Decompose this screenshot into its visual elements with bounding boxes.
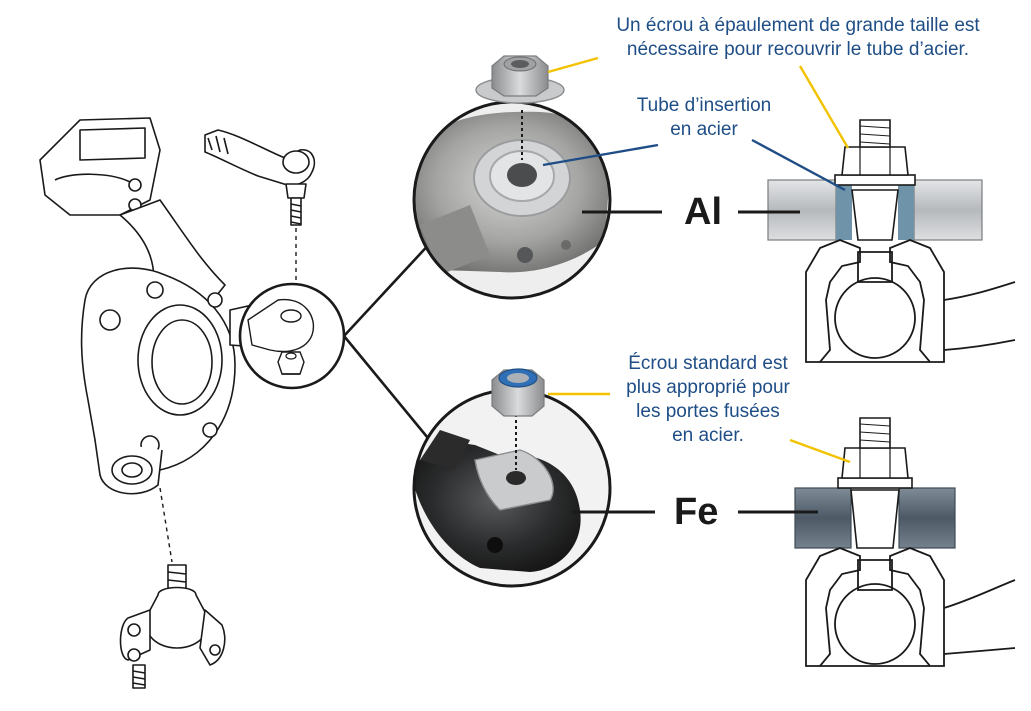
zoom-connector-lines xyxy=(342,225,448,461)
fe-nut-callout: Écrou standard est plus approprié pour l… xyxy=(626,353,790,446)
steel-cross-section xyxy=(794,417,1016,667)
callout-leader-lines xyxy=(542,56,851,464)
steel-insert-callout: Tube d’insertion en acier xyxy=(636,95,772,140)
flange-nut-drawing xyxy=(475,55,565,160)
ball-joint-drawing xyxy=(119,564,226,689)
al-nut-callout: Un écrou à épaulement de grande taille e… xyxy=(616,15,980,60)
tie-rod-end-drawing xyxy=(204,129,316,226)
lock-nut-drawing xyxy=(491,368,545,470)
steel-label: Fe xyxy=(674,491,719,533)
detail-zoom-circle xyxy=(238,282,346,390)
aluminium-cross-section xyxy=(767,119,1016,363)
steel-knuckle-photo xyxy=(412,388,612,588)
aluminium-knuckle-photo xyxy=(412,100,612,300)
metal-leader-lines xyxy=(572,210,818,514)
aluminium-label: Al xyxy=(684,191,722,233)
